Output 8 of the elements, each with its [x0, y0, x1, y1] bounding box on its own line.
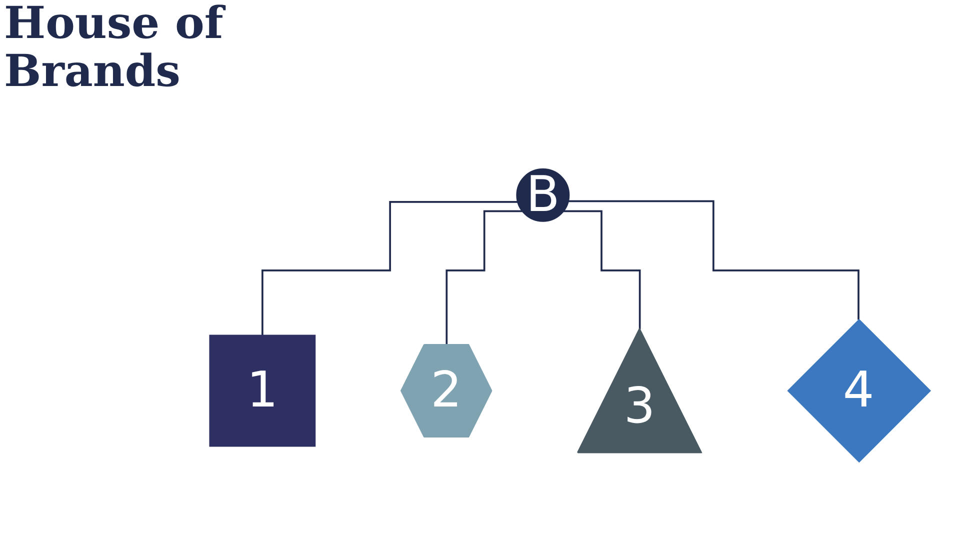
connector	[568, 200, 860, 321]
node-box: 1	[209, 334, 316, 447]
connector	[446, 210, 522, 346]
node-diamond: 4	[787, 318, 932, 463]
title: House of Brands	[4, 0, 264, 96]
connector	[564, 210, 642, 330]
connector	[262, 200, 518, 336]
node-circle: B	[516, 168, 570, 222]
